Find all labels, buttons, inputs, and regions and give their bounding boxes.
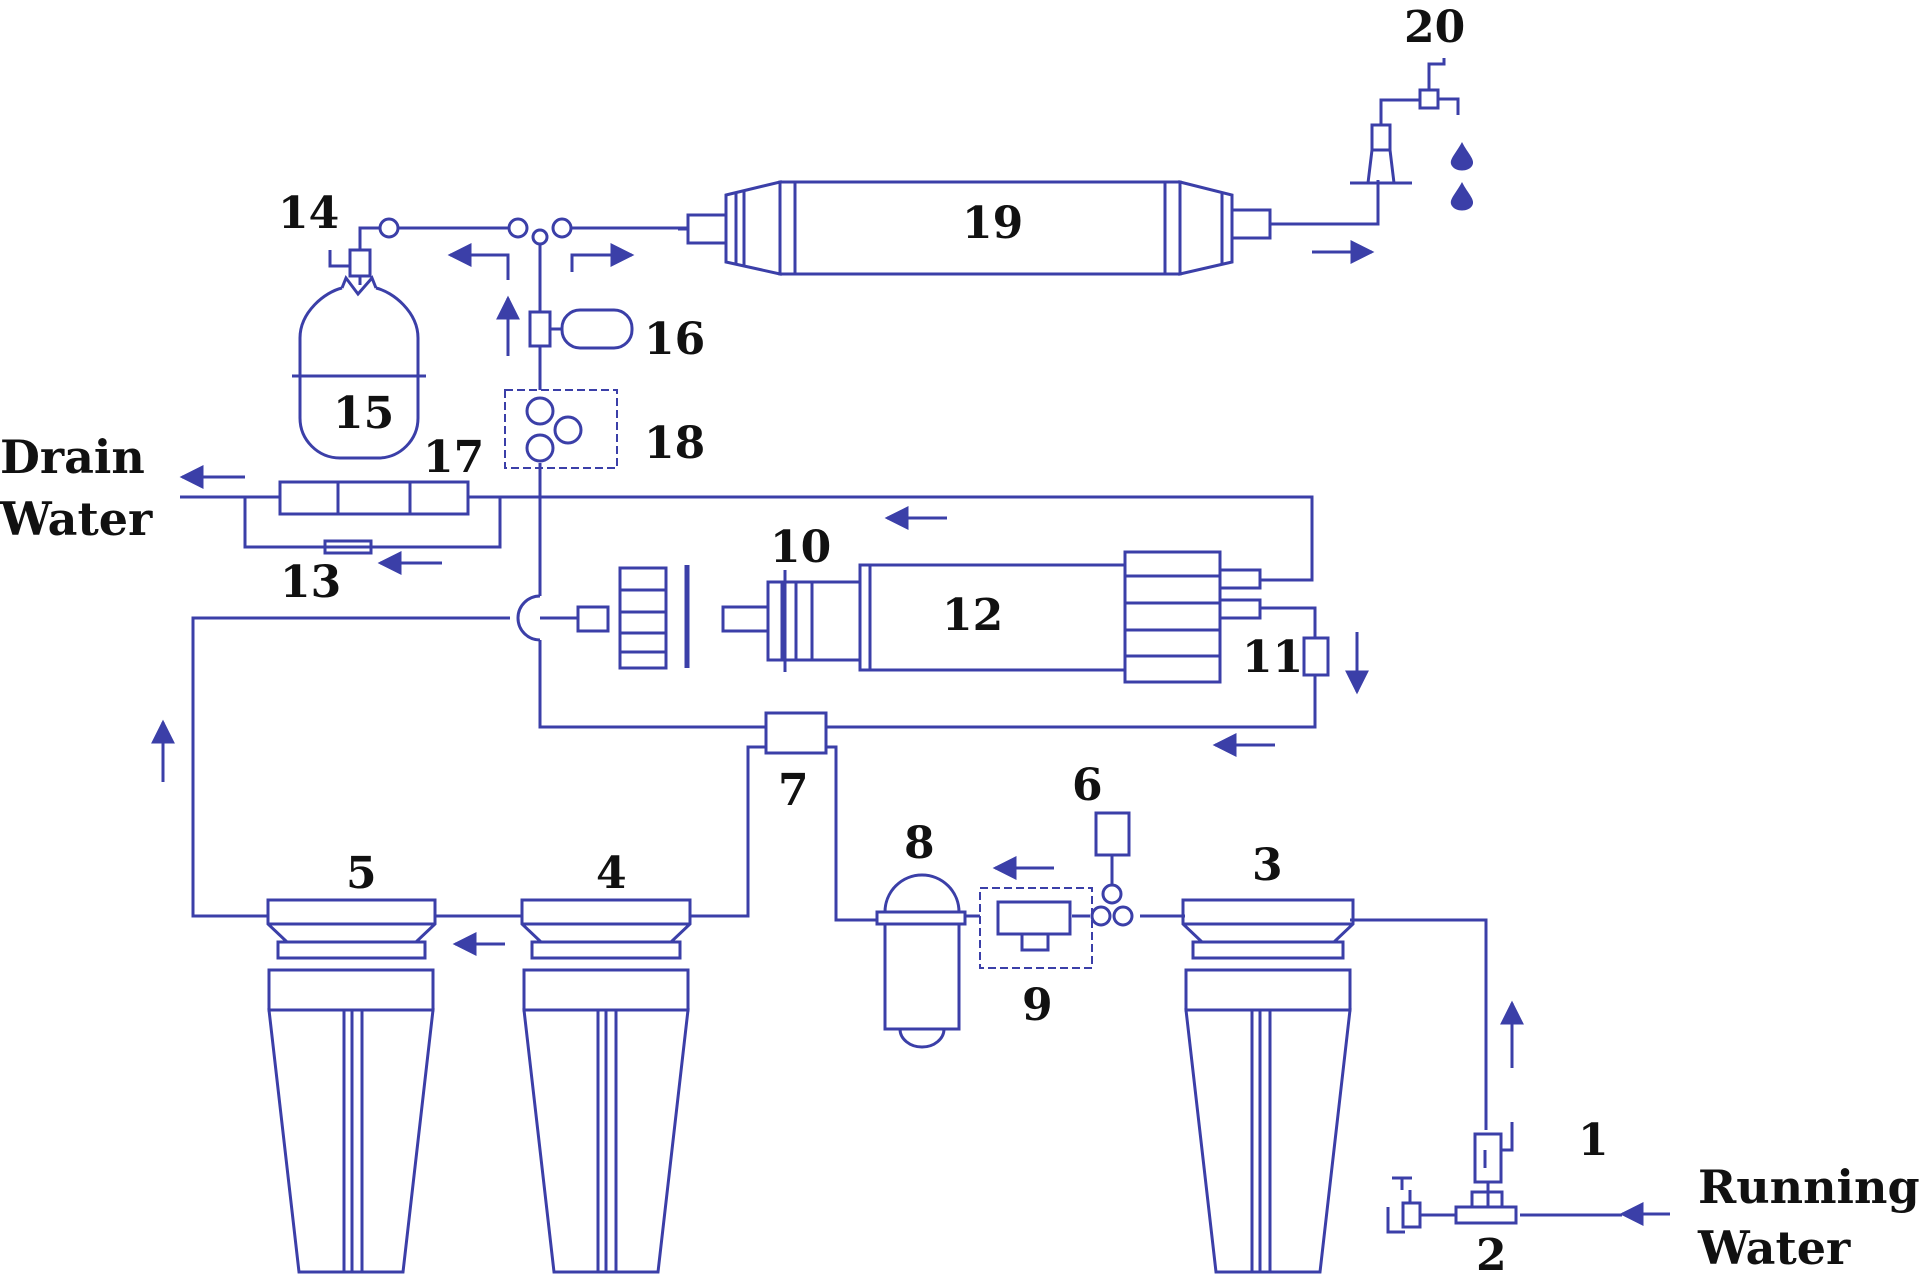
- component-5-filter: [266, 898, 437, 1274]
- component-20-faucet: [1350, 58, 1460, 185]
- component-14-valve: [328, 217, 400, 285]
- pipe-7-to-11: [826, 675, 1317, 729]
- running-label: Running: [1698, 1160, 1920, 1214]
- component-18-switch: [504, 389, 618, 469]
- label-11: 11: [1242, 632, 1303, 683]
- component-2-tee: [1386, 1176, 1518, 1234]
- pipe-7-to-4: [690, 745, 766, 918]
- component-17-valve: [278, 480, 470, 516]
- pipe-19-to-faucet: [1280, 180, 1380, 226]
- component-10-fitting: [576, 565, 862, 672]
- pipe-14-to-tee: [358, 226, 380, 240]
- label-2: 2: [1476, 1230, 1507, 1281]
- label-14: 14: [278, 188, 339, 239]
- label-8: 8: [904, 818, 935, 869]
- label-16: 16: [644, 314, 705, 365]
- pipe-crossover-hump: [516, 594, 541, 642]
- label-6: 6: [1072, 760, 1103, 811]
- component-1-valve: [1473, 1122, 1514, 1207]
- flow-arrow: [570, 243, 635, 272]
- component-8-filter: [875, 873, 967, 1049]
- label-13: 13: [280, 557, 341, 608]
- label-15: 15: [333, 388, 394, 439]
- flow-arrow: [447, 243, 510, 280]
- component-16-valve: [528, 308, 634, 350]
- label-10: 10: [770, 522, 831, 573]
- label-18: 18: [644, 418, 705, 469]
- drain-label: Drain: [0, 430, 145, 484]
- component-11-restrictor: [1302, 636, 1330, 677]
- component-4-filter: [520, 898, 692, 1274]
- component-13-restrictor: [323, 539, 373, 555]
- component-15-tank: [292, 274, 426, 460]
- label-20: 20: [1404, 2, 1465, 53]
- top-tee-junction: [507, 217, 573, 246]
- pipe-11-to-12: [1260, 606, 1317, 638]
- pipe-8-to-7: [826, 745, 877, 922]
- label-3: 3: [1252, 840, 1283, 891]
- label-9: 9: [1022, 980, 1053, 1031]
- label-19: 19: [962, 198, 1023, 249]
- running-label: Water: [1697, 1221, 1851, 1275]
- component-6-switch: [1090, 811, 1134, 927]
- water-droplet-icon: [1450, 142, 1474, 211]
- pipe-1-to-3: [1350, 918, 1488, 1130]
- component-3-filter: [1181, 898, 1355, 1274]
- pipe-12-to-drain: [468, 495, 1314, 582]
- component-7-junction: [764, 711, 828, 755]
- drain-label: Water: [0, 492, 153, 546]
- component-9-valve: [979, 887, 1093, 969]
- label-7: 7: [778, 765, 809, 816]
- pipe-5-to-membrane: [191, 616, 510, 918]
- pipe-7-to-18: [538, 640, 766, 729]
- label-5: 5: [346, 848, 377, 899]
- label-12: 12: [942, 590, 1003, 641]
- component-19-filter: [678, 180, 1280, 276]
- label-1: 1: [1578, 1115, 1609, 1166]
- component-12-membrane: [858, 550, 1262, 684]
- label-17: 17: [423, 432, 484, 483]
- label-4: 4: [596, 848, 627, 899]
